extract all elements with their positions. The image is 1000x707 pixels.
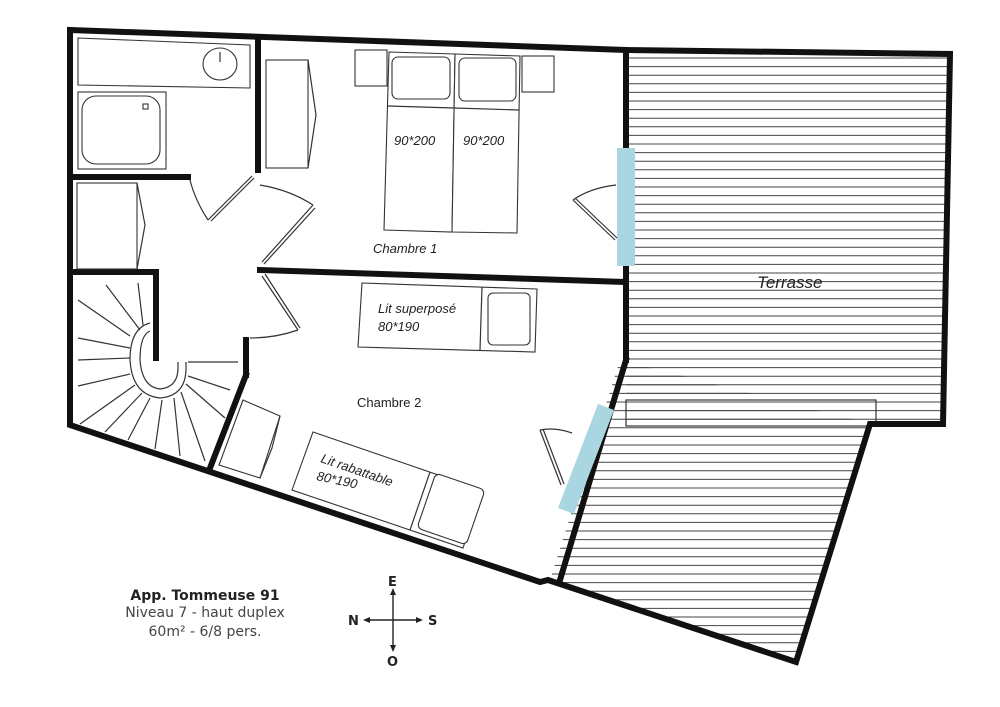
apartment-size: 60m² - 6/8 pers. — [148, 624, 262, 640]
wardrobe-chambre1 — [265, 59, 317, 169]
wardrobe-chambre2 — [218, 399, 281, 479]
window-chambre2 — [558, 404, 614, 514]
room-label-chambre2: Chambre 2 — [357, 395, 421, 410]
apartment-info: App. Tommeuse 91 Niveau 7 - haut duplex … — [90, 588, 320, 642]
bed-size-2: 90*200 — [463, 133, 505, 148]
compass-west: O — [387, 655, 398, 670]
beds-chambre1 — [354, 49, 555, 234]
sink-icon — [202, 47, 238, 81]
spiral-staircase — [77, 282, 238, 462]
folding-bed — [291, 431, 485, 549]
compass-south: S — [428, 614, 437, 629]
bunk-bed-label: Lit superposé — [378, 301, 456, 316]
bunk-bed-size: 80*190 — [378, 319, 420, 334]
doors — [189, 175, 618, 486]
bathroom — [77, 37, 251, 170]
wardrobe-hall — [76, 182, 146, 270]
window-chambre1 — [617, 148, 635, 266]
compass-north: N — [348, 614, 359, 629]
room-label-terrasse: Terrasse — [757, 273, 823, 292]
terrace-decking — [550, 57, 950, 661]
compass-east: E — [388, 575, 397, 590]
bunk-bed — [357, 282, 538, 353]
room-label-chambre1: Chambre 1 — [373, 241, 437, 256]
shower-tray — [81, 95, 161, 165]
apartment-title: App. Tommeuse 91 — [130, 588, 280, 604]
compass: E O N S — [348, 575, 437, 670]
walls — [66, 26, 954, 666]
bed-size-1: 90*200 — [394, 133, 436, 148]
apartment-level: Niveau 7 - haut duplex — [125, 605, 285, 621]
